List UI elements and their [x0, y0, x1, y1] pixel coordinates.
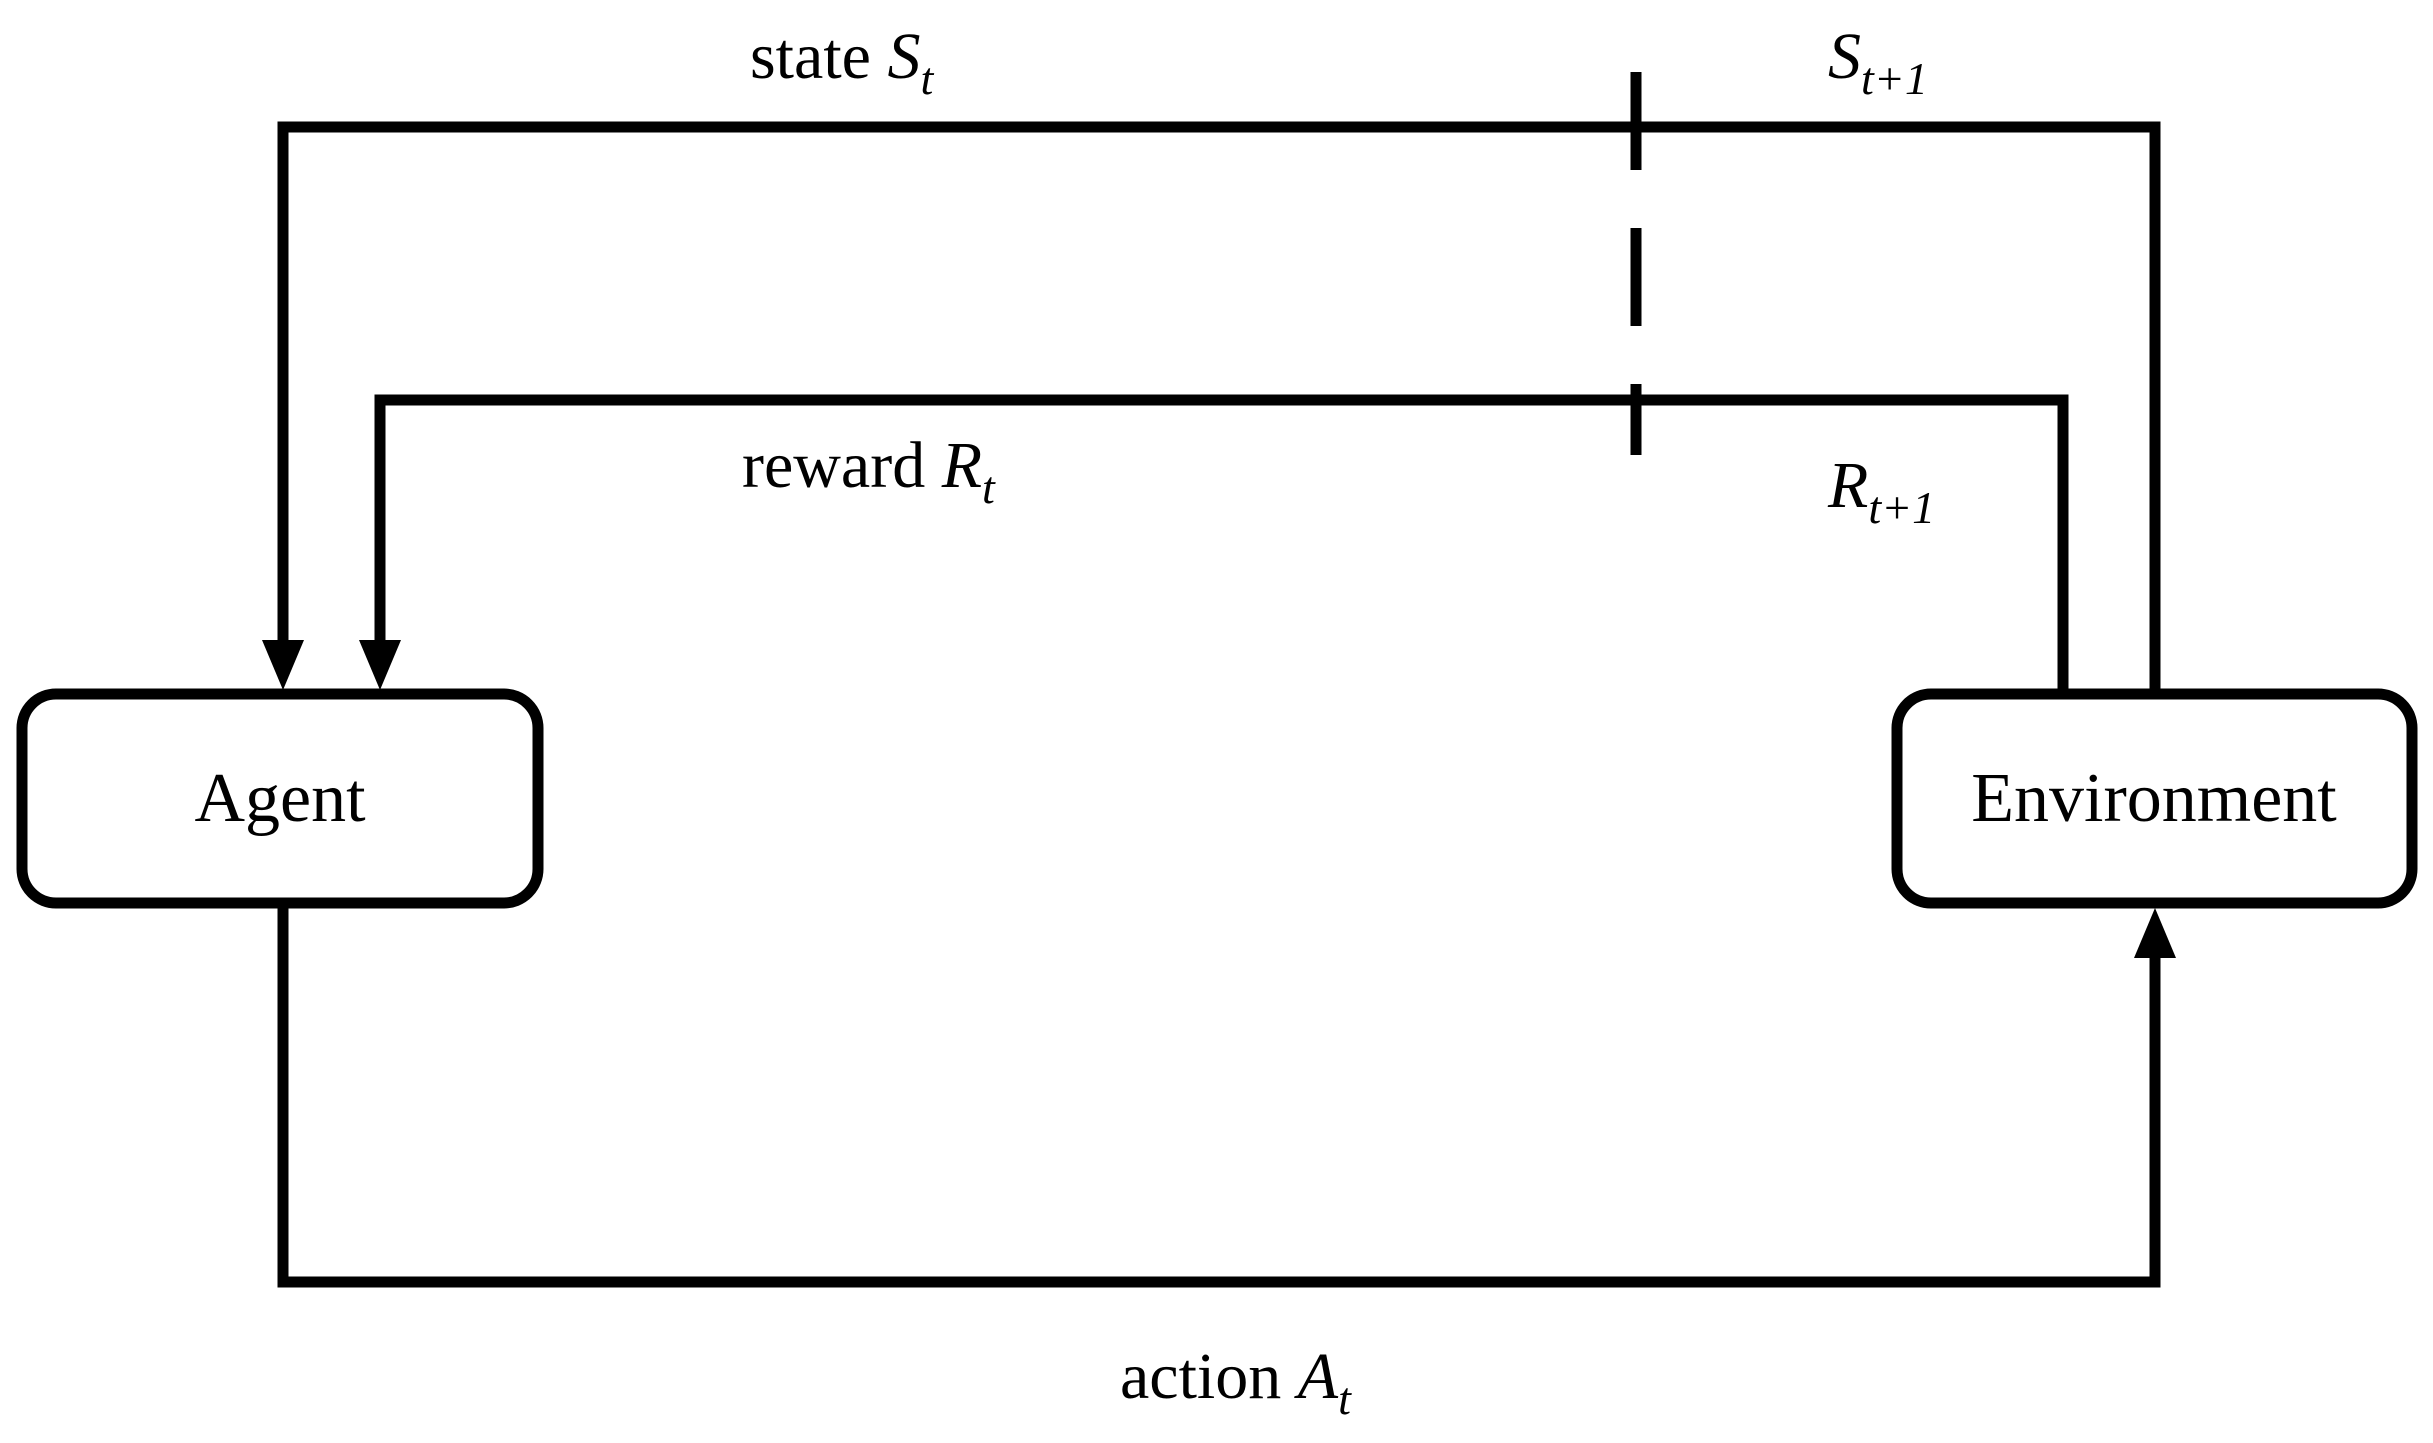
reward-arrowhead — [359, 640, 401, 690]
agent-box — [16, 688, 544, 909]
reward-signal-label: reward Rt — [742, 429, 996, 513]
action-signal-label: action At — [1120, 1340, 1352, 1424]
action-arrowhead — [2134, 908, 2176, 958]
state-feedback-line — [277, 121, 2161, 690]
environment-label: Environment — [1971, 760, 2337, 837]
next-state-signal-label: St+1 — [1828, 20, 1928, 104]
agent-label: Agent — [194, 760, 366, 837]
reward-feedback-line — [374, 394, 2069, 690]
state-signal-label: state St — [750, 20, 934, 104]
action-line — [277, 908, 2161, 1288]
environment-box — [1891, 688, 2418, 909]
next-reward-signal-label: Rt+1 — [1827, 449, 1935, 533]
state-arrowhead — [262, 640, 304, 690]
